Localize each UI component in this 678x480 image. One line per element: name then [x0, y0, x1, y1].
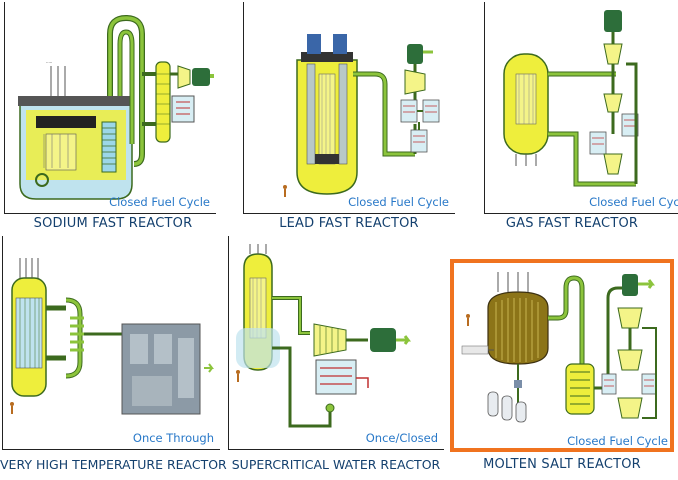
fuel-cycle-label: Closed Fuel Cycle [109, 195, 210, 209]
caption-sodium-fast-reactor: SODIUM FAST REACTOR [0, 216, 226, 231]
caption-gas-fast-reactor: GAS FAST REACTOR [470, 216, 674, 231]
fuel-cycle-label: Closed Fuel Cycle [348, 195, 449, 209]
very-high-temperature-reactor-diagram [4, 238, 216, 446]
svg-text:·····: ····· [46, 60, 52, 65]
highlight-frame-molten-salt-reactor [450, 259, 674, 452]
panel-sodium-fast-reactor: ····· Closed Fuel Cycle [4, 2, 216, 214]
panel-very-high-temperature-reactor: Once Through [2, 236, 220, 450]
caption-molten-salt-reactor: MOLTEN SALT REACTOR [452, 457, 672, 472]
caption-very-high-temperature-reactor: VERY HIGH TEMPERATURE REACTOR [0, 457, 224, 472]
fuel-cycle-label: Closed Fuel Cycle [589, 195, 678, 209]
fuel-cycle-label: Once/Closed [366, 431, 438, 445]
caption-lead-fast-reactor: LEAD FAST REACTOR [236, 216, 462, 231]
panel-gas-fast-reactor: Closed Fuel Cycle [484, 2, 678, 214]
sodium-fast-reactor-diagram: ····· [6, 4, 214, 210]
panel-lead-fast-reactor: Closed Fuel Cycle [243, 2, 455, 214]
fuel-cycle-label: Once Through [133, 431, 214, 445]
caption-supercritical-water-reactor: SUPERCRITICAL WATER REACTOR [226, 457, 446, 472]
panel-supercritical-water-reactor: Once/Closed [228, 236, 444, 450]
supercritical-water-reactor-diagram [230, 238, 440, 446]
lead-fast-reactor-diagram [245, 4, 453, 210]
gas-fast-reactor-diagram [486, 4, 674, 210]
